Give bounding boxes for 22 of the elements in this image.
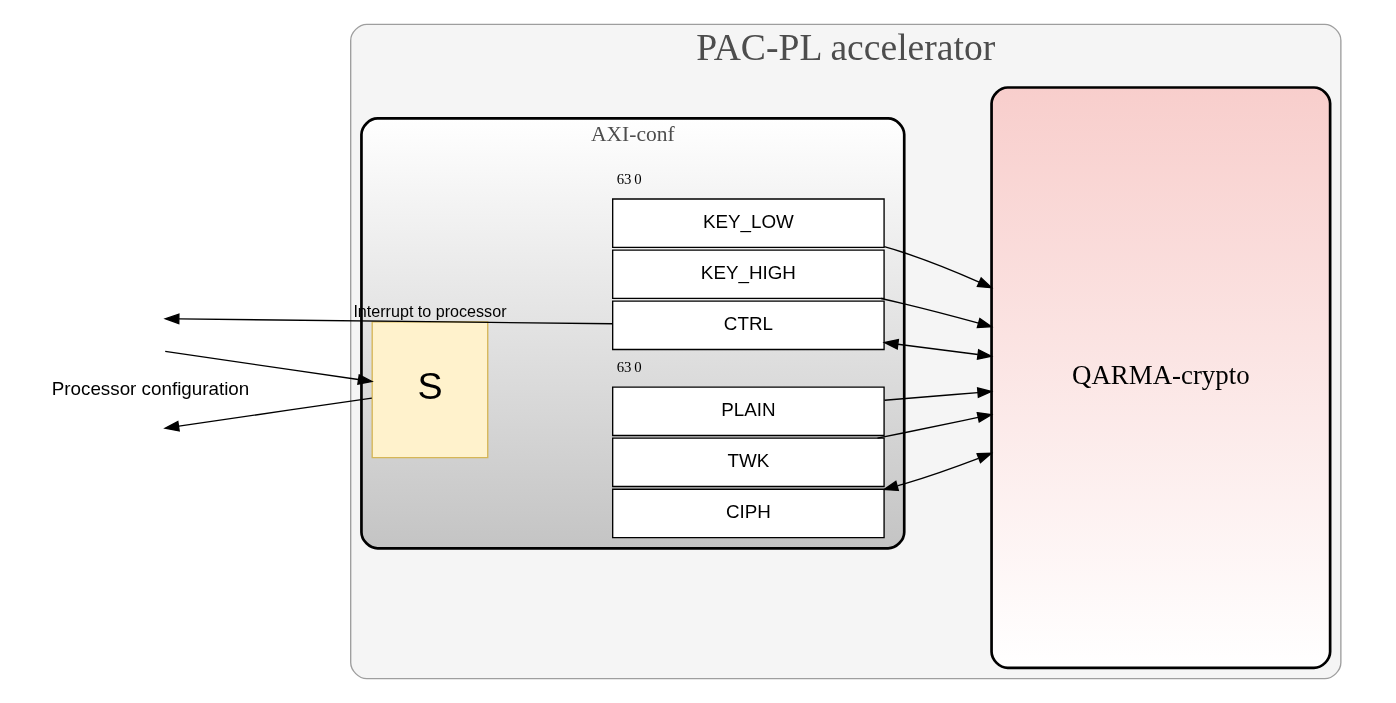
- arrow: [876, 411, 994, 439]
- arrow: [883, 246, 994, 289]
- node-box: S: [371, 321, 489, 459]
- node-box: TWK: [612, 437, 885, 488]
- arrow: [882, 338, 994, 360]
- arrow: [883, 387, 994, 401]
- node-label: 63: [616, 359, 632, 376]
- arrow: [880, 297, 994, 329]
- arrow: [882, 452, 994, 492]
- arrow: [164, 350, 374, 386]
- node-label: 0: [634, 359, 642, 376]
- node-box: PLAIN: [612, 386, 885, 437]
- node-box: QARMA-crypto: [990, 86, 1332, 670]
- node-label: 0: [634, 170, 642, 187]
- node-label: 63: [616, 170, 632, 187]
- node-box: KEY_HIGH: [612, 249, 885, 300]
- node-box: CIPH: [612, 488, 885, 539]
- label: Processor configuration: [51, 377, 250, 399]
- arrow: [163, 313, 614, 325]
- node-box: KEY_LOW: [612, 198, 885, 249]
- node-box: CTRL: [612, 300, 885, 351]
- arrow: [163, 397, 373, 432]
